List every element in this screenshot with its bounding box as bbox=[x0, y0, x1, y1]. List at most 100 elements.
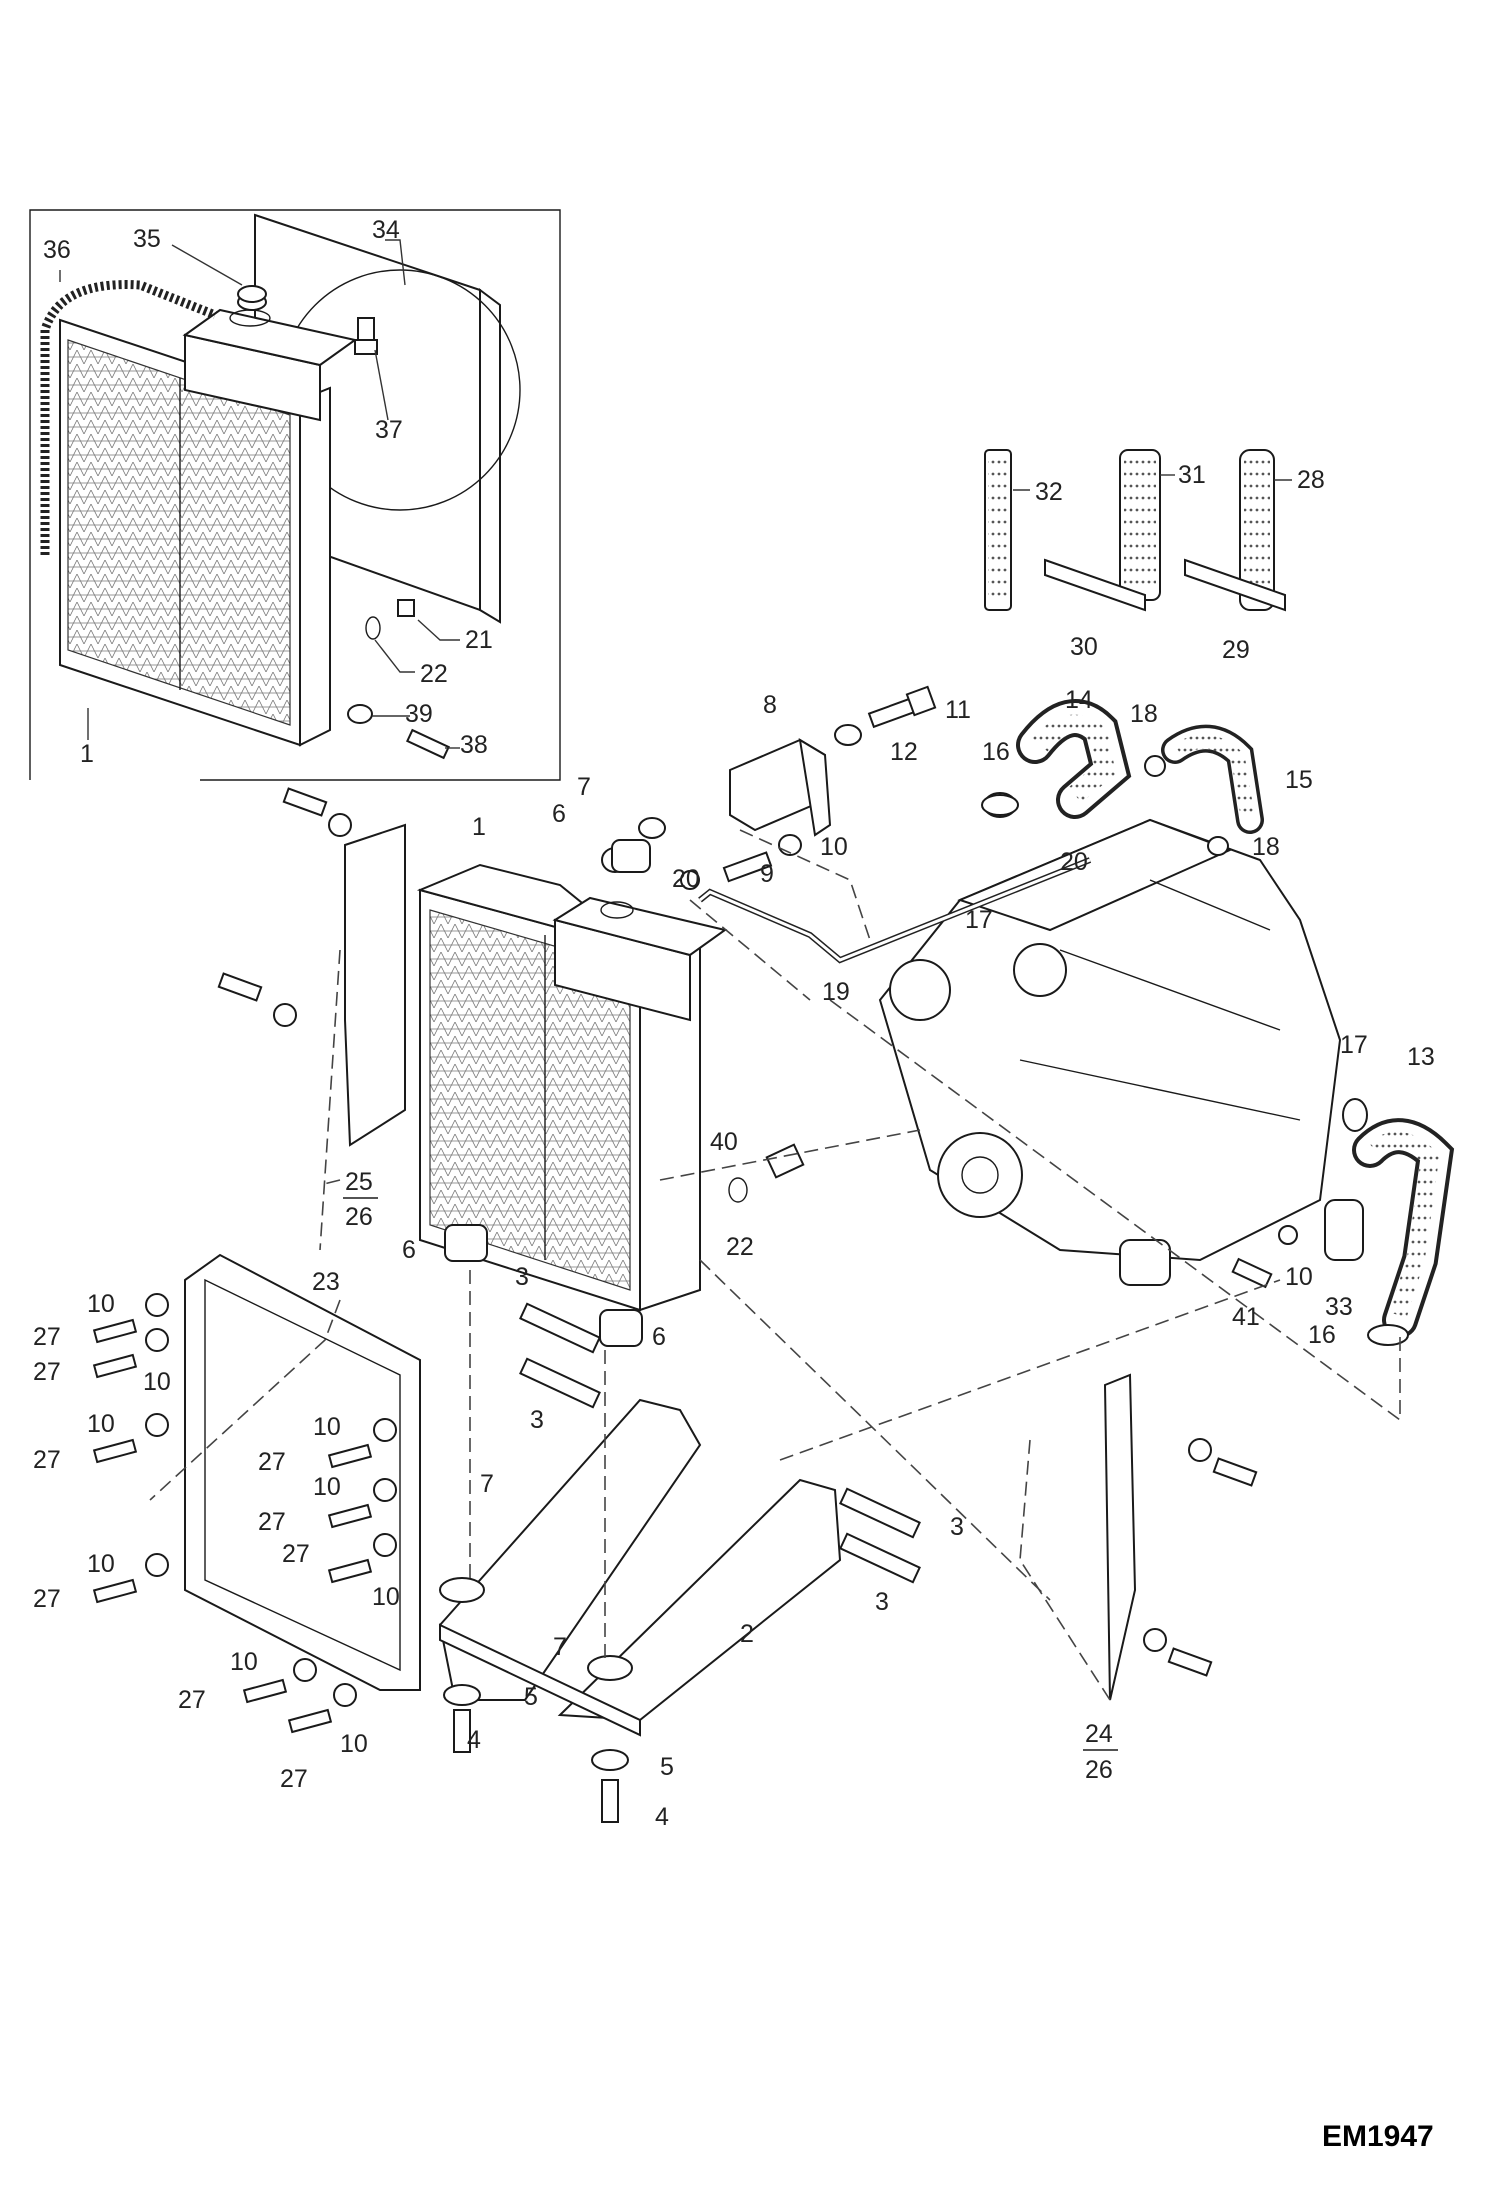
callout: 38 bbox=[460, 731, 488, 759]
cover-plate bbox=[184, 1253, 421, 1691]
callout: 10 bbox=[143, 1368, 171, 1396]
callout: 4 bbox=[655, 1803, 669, 1831]
callout: 27 bbox=[282, 1540, 310, 1568]
bottom-fasteners bbox=[439, 1577, 633, 1823]
callout: 27 bbox=[33, 1446, 61, 1474]
callout: 26 bbox=[345, 1203, 373, 1231]
engine bbox=[878, 818, 1342, 1286]
callout: 14 bbox=[1065, 686, 1093, 714]
callout: 21 bbox=[465, 626, 493, 654]
callout: 13 bbox=[1407, 1043, 1435, 1071]
callout: 20 bbox=[672, 865, 700, 893]
callout: 10 bbox=[1285, 1263, 1313, 1291]
side-plate-right bbox=[1103, 1373, 1137, 1701]
callout: 10 bbox=[87, 1290, 115, 1318]
callout: 5 bbox=[660, 1753, 674, 1781]
callout: 27 bbox=[258, 1508, 286, 1536]
callout: 10 bbox=[820, 833, 848, 861]
callout: 23 bbox=[312, 1268, 340, 1296]
callout: 27 bbox=[33, 1358, 61, 1386]
callout: 4 bbox=[467, 1726, 481, 1754]
callout: 6 bbox=[402, 1236, 416, 1264]
drain-plug bbox=[365, 599, 415, 640]
callout: 11 bbox=[945, 696, 971, 724]
callout: 31 bbox=[1178, 461, 1206, 489]
callout: 17 bbox=[965, 906, 993, 934]
callout: 32 bbox=[1035, 478, 1063, 506]
callout: 27 bbox=[258, 1448, 286, 1476]
callout: 3 bbox=[515, 1263, 529, 1291]
assembly-lines bbox=[149, 829, 1401, 1701]
callout: 3 bbox=[875, 1588, 889, 1616]
fitting bbox=[354, 317, 378, 355]
callout: 6 bbox=[652, 1323, 666, 1351]
callout: 19 bbox=[822, 978, 850, 1006]
callout: 7 bbox=[480, 1470, 494, 1498]
main-radiator bbox=[416, 863, 728, 1312]
clamps bbox=[981, 794, 1409, 1346]
callout: 7 bbox=[577, 773, 591, 801]
callout: 27 bbox=[33, 1323, 61, 1351]
callout: 10 bbox=[313, 1473, 341, 1501]
callout: 9 bbox=[760, 860, 774, 888]
callout: 8 bbox=[763, 691, 777, 719]
overflow-hose bbox=[40, 280, 217, 555]
callout: 22 bbox=[420, 660, 448, 688]
rubber-mounts bbox=[444, 839, 651, 1347]
bracket-8 bbox=[729, 738, 832, 837]
callout: 17 bbox=[1340, 1031, 1368, 1059]
callout: 5 bbox=[524, 1683, 538, 1711]
callout: 10 bbox=[87, 1410, 115, 1438]
callout: 20 bbox=[1060, 848, 1088, 876]
callout: 16 bbox=[982, 738, 1010, 766]
cover-fasteners bbox=[92, 787, 1258, 1734]
callout: 3 bbox=[530, 1406, 544, 1434]
callout: 10 bbox=[230, 1648, 258, 1676]
callout: 36 bbox=[43, 236, 71, 264]
outlet-fittings bbox=[728, 1143, 805, 1203]
callout: 1 bbox=[80, 740, 94, 768]
callout: 6 bbox=[552, 800, 566, 828]
callout: 10 bbox=[372, 1583, 400, 1611]
inset-detail bbox=[29, 209, 561, 781]
inset-radiator bbox=[59, 308, 358, 747]
washer-bolt bbox=[347, 704, 450, 760]
callout: 3 bbox=[950, 1513, 964, 1541]
callout: 40 bbox=[710, 1128, 738, 1156]
callout: 16 bbox=[1308, 1321, 1336, 1349]
callout: 18 bbox=[1130, 700, 1158, 728]
callout: 24 bbox=[1085, 1720, 1113, 1748]
callout: 35 bbox=[133, 225, 161, 253]
callout: 2 bbox=[740, 1620, 754, 1648]
callout: 28 bbox=[1297, 466, 1325, 494]
side-plate-left bbox=[344, 823, 406, 1147]
callout: 1 bbox=[472, 813, 486, 841]
callout: 29 bbox=[1222, 636, 1250, 664]
callout: 18 bbox=[1252, 833, 1280, 861]
callout: 37 bbox=[375, 416, 403, 444]
callout: 10 bbox=[340, 1730, 368, 1758]
hose-set bbox=[984, 449, 1292, 612]
callout: 25 bbox=[345, 1168, 373, 1196]
callout: 27 bbox=[280, 1765, 308, 1793]
drawing-code: EM1947 bbox=[1322, 2120, 1434, 2153]
callout-labels: 36 35 34 37 21 22 39 38 1 32 31 28 30 29… bbox=[33, 216, 1435, 1831]
callout: 22 bbox=[726, 1233, 754, 1261]
mounting-frame bbox=[438, 1398, 842, 1737]
callout: 27 bbox=[33, 1585, 61, 1613]
long-bolts bbox=[519, 1302, 921, 1584]
callout: 26 bbox=[1085, 1756, 1113, 1784]
callout: 39 bbox=[405, 700, 433, 728]
callout: 34 bbox=[372, 216, 400, 244]
callout: 27 bbox=[178, 1686, 206, 1714]
callout: 7 bbox=[553, 1633, 567, 1661]
radiator-cap bbox=[237, 285, 267, 311]
callout: 10 bbox=[87, 1550, 115, 1578]
callout: 15 bbox=[1285, 766, 1313, 794]
callout: 10 bbox=[313, 1413, 341, 1441]
callout: 33 bbox=[1325, 1293, 1353, 1321]
callout: 41 bbox=[1232, 1303, 1260, 1331]
callout: 12 bbox=[890, 738, 918, 766]
callout: 30 bbox=[1070, 633, 1098, 661]
